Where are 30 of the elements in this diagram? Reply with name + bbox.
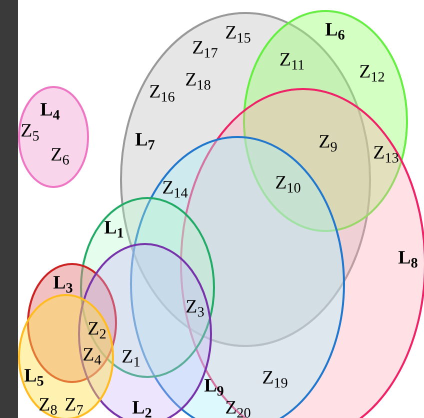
region-label: Z$_{10}$ xyxy=(275,174,301,192)
set-label: L$_{4}$ xyxy=(40,100,60,120)
region-label: Z$_{1}$ xyxy=(122,348,140,366)
set-label: L$_{1}$ xyxy=(104,218,124,238)
region-label: Z$_{19}$ xyxy=(262,368,288,388)
region-label: Z$_{6}$ xyxy=(50,146,70,164)
region-label: Z$_{14}$ xyxy=(162,178,188,198)
set-label: L$_{8}$ xyxy=(398,248,418,268)
region-label: Z$_{3}$ xyxy=(186,298,204,316)
region-label: Z$_{2}$ xyxy=(88,320,106,338)
region-label: Z$_{7}$ xyxy=(64,396,84,414)
set-label: L$_{7}$ xyxy=(135,130,155,150)
region-label: Z$_{8}$ xyxy=(38,396,58,414)
set-label: L$_{2}$ xyxy=(132,398,152,418)
region-label: Z$_{11}$ xyxy=(279,50,305,70)
region-label: Z$_{16}$ xyxy=(149,82,175,102)
region-label: Z$_{4}$ xyxy=(82,346,102,364)
region-label: Z$_{17}$ xyxy=(192,38,218,58)
region-label: Z$_{9}$ xyxy=(318,132,338,152)
set-ellipse xyxy=(18,86,89,188)
region-label: Z$_{15}$ xyxy=(225,24,251,42)
set-label: L$_{3}$ xyxy=(53,274,73,292)
region-label: Z$_{5}$ xyxy=(20,122,40,140)
set-label: L$_{9}$ xyxy=(204,376,224,396)
region-label: Z$_{13}$ xyxy=(373,144,399,162)
region-label: Z$_{20}$ xyxy=(225,398,251,418)
set-label: L$_{6}$ xyxy=(325,20,345,40)
set-label: L$_{5}$ xyxy=(24,366,44,386)
region-label: Z$_{18}$ xyxy=(185,70,211,90)
region-label: Z$_{12}$ xyxy=(359,62,385,82)
